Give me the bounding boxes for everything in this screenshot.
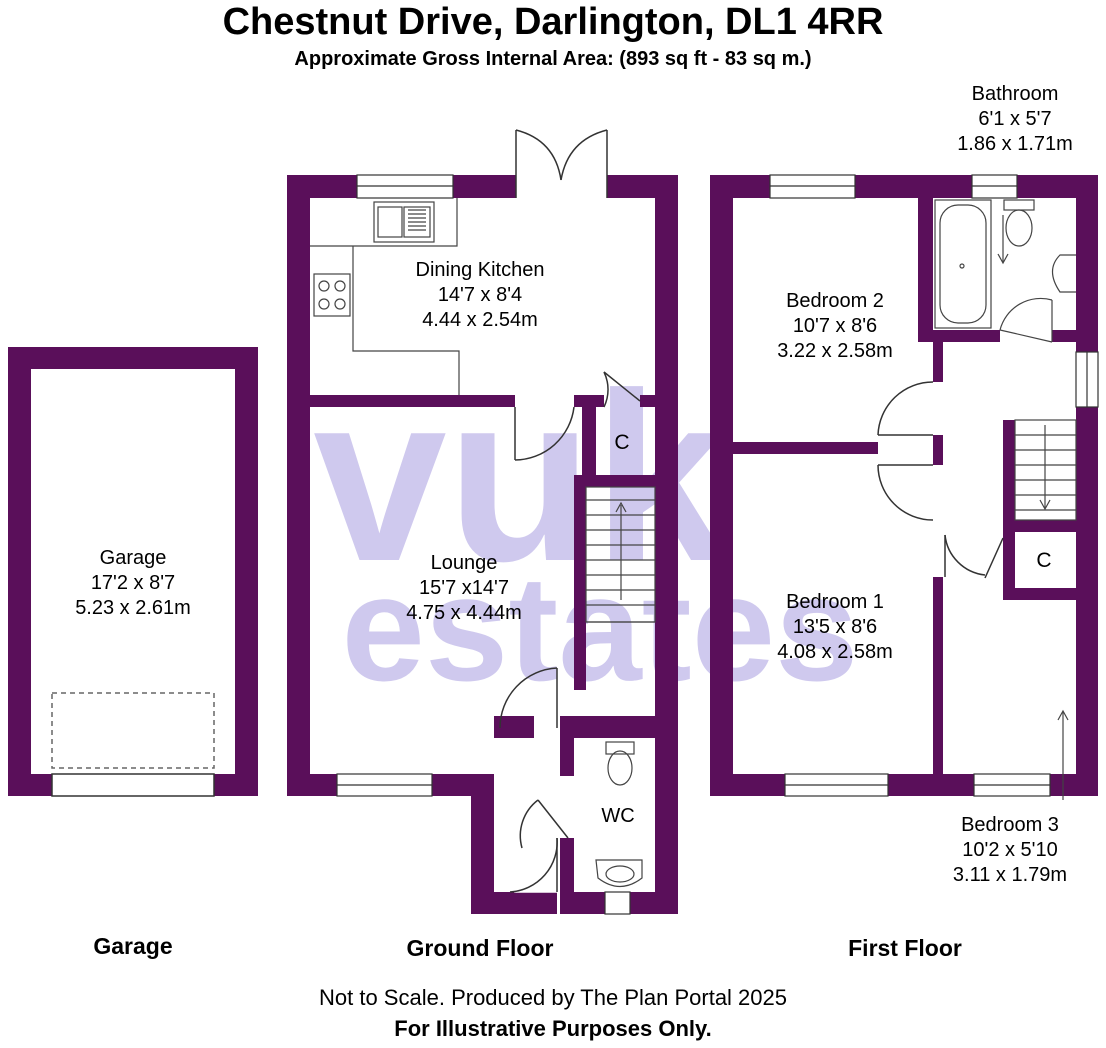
first-floor-walls [710, 175, 1098, 796]
wc-fittings [595, 741, 643, 888]
room-garage-metric: 5.23 x 2.61m [75, 597, 191, 619]
cupboard-ground: C [614, 431, 630, 454]
room-garage-name: Garage [99, 547, 167, 569]
room-dining-kitchen-metric: 4.44 x 2.54m [422, 309, 538, 331]
first-stairs [997, 215, 1077, 800]
room-bedroom3-name: Bedroom 3 [961, 814, 1059, 836]
room-lounge-imperial: 15'7 x14'7 [419, 577, 509, 599]
room-bedroom2-metric: 3.22 x 2.58m [777, 340, 893, 362]
ground-doors [499, 371, 641, 893]
watermark-line2: estates [341, 544, 858, 712]
garage-door [51, 692, 215, 797]
caption-first-floor: First Floor [848, 935, 962, 961]
room-lounge-name: Lounge [430, 552, 498, 574]
room-dining-kitchen: Dining Kitchen 14'7 x 8'4 4.44 x 2.54m [390, 258, 570, 333]
room-lounge-metric: 4.75 x 4.44m [406, 602, 522, 624]
room-garage-imperial: 17'2 x 8'7 [90, 572, 176, 594]
ground-windows [336, 174, 631, 915]
cupboard-first: C [1036, 549, 1052, 572]
room-bathroom-metric: 1.86 x 1.71m [957, 133, 1073, 155]
room-bedroom3: Bedroom 3 10'2 x 5'10 3.11 x 1.79m [925, 813, 1095, 888]
room-bedroom1-imperial: 13'5 x 8'6 [792, 616, 878, 638]
caption-garage: Garage [93, 933, 173, 959]
garage-plan [8, 347, 258, 796]
page-title: Chestnut Drive, Darlington, DL1 4RR [222, 1, 884, 43]
bathroom-fittings [934, 199, 1076, 343]
room-bedroom2-name: Bedroom 2 [786, 290, 884, 312]
room-bedroom1-name: Bedroom 1 [786, 591, 884, 613]
footer-disclaimer: Not to Scale. Produced by The Plan Porta… [319, 985, 787, 1010]
room-wc: WC [588, 804, 648, 829]
room-lounge: Lounge 15'7 x14'7 4.75 x 4.44m [374, 551, 554, 626]
room-bedroom3-metric: 3.11 x 1.79m [952, 864, 1068, 886]
room-dining-kitchen-imperial: 14'7 x 8'4 [437, 284, 523, 306]
room-bathroom-imperial: 6'1 x 5'7 [978, 108, 1052, 130]
first-windows [769, 174, 1099, 797]
french-doors [515, 129, 608, 198]
ground-stairs [585, 486, 656, 623]
room-bedroom2: Bedroom 2 10'7 x 8'6 3.22 x 2.58m [750, 289, 920, 364]
room-wc-name: WC [601, 805, 635, 827]
page-subtitle: Approximate Gross Internal Area: (893 sq… [294, 48, 812, 70]
room-bedroom1: Bedroom 1 13'5 x 8'6 4.08 x 2.58m [750, 590, 920, 665]
footer-illustrative: For Illustrative Purposes Only. [394, 1016, 712, 1041]
room-bedroom1-metric: 4.08 x 2.58m [777, 641, 893, 663]
room-dining-kitchen-name: Dining Kitchen [415, 259, 545, 281]
room-garage: Garage 17'2 x 8'7 5.23 x 2.61m [33, 546, 233, 621]
first-doors [877, 381, 1004, 579]
kitchen-fittings [310, 198, 460, 395]
room-bedroom3-imperial: 10'2 x 5'10 [962, 839, 1058, 861]
room-bathroom: Bathroom 6'1 x 5'7 1.86 x 1.71m [930, 82, 1100, 157]
caption-ground-floor: Ground Floor [406, 935, 554, 961]
room-bedroom2-imperial: 10'7 x 8'6 [792, 315, 878, 337]
ground-floor-walls [287, 175, 678, 914]
room-bathroom-name: Bathroom [971, 83, 1059, 105]
